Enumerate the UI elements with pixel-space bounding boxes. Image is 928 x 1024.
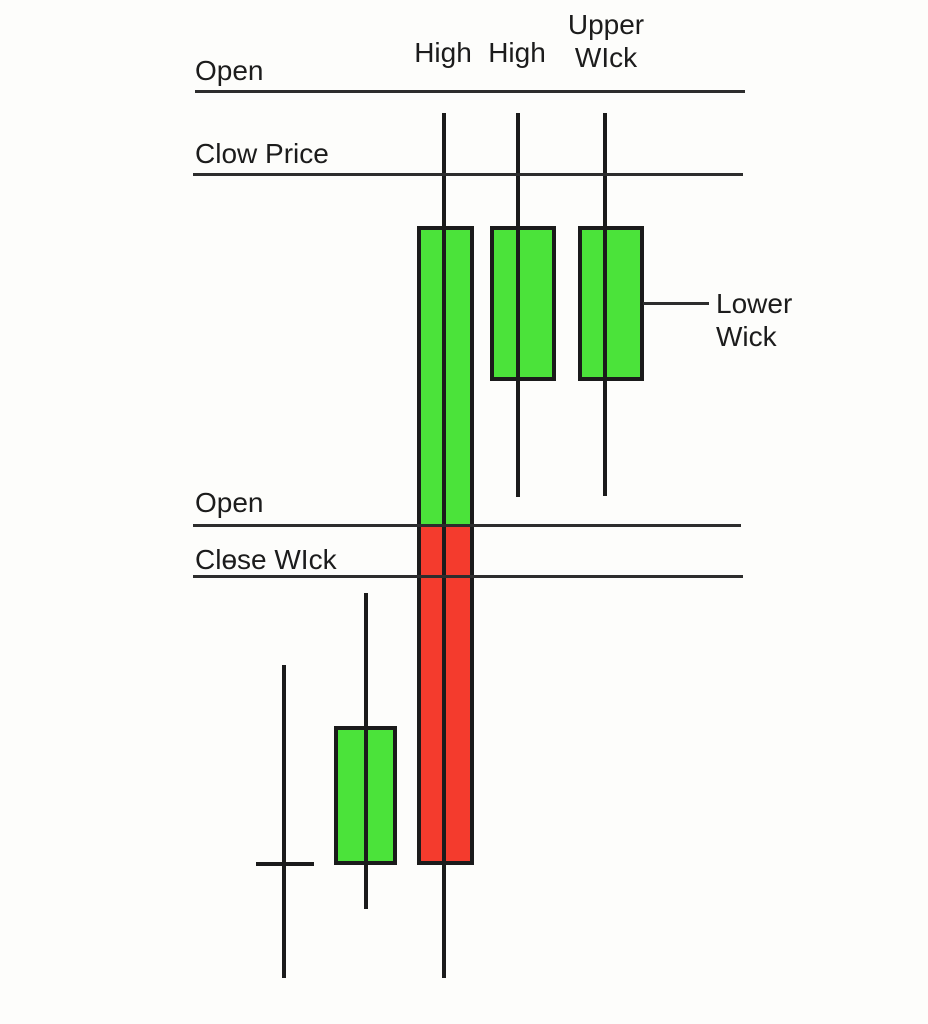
label-close-wick: Clɵse WIck	[195, 544, 337, 575]
wick-right-candle	[603, 113, 607, 496]
wick-middle-candle	[516, 113, 520, 497]
wick-doji	[282, 665, 286, 978]
label-upper-wick-line1: Upper	[567, 9, 645, 40]
price-line-clow-price	[193, 173, 743, 176]
lower-wick-pointer-line	[643, 302, 709, 305]
label-open-top: Open	[195, 55, 264, 86]
label-upper-wick: Upper WIck	[556, 8, 656, 74]
label-lower-wick: Lower Wick	[716, 287, 792, 353]
label-high-right: High	[488, 37, 546, 68]
label-clow-price: Clow Price	[195, 138, 329, 169]
candle-body-bullish-middle	[490, 226, 556, 381]
wick-small-candle	[364, 593, 368, 909]
label-lower-wick-line1: Lower	[716, 288, 793, 319]
price-line-open-mid	[193, 524, 741, 527]
label-open-mid: Open	[195, 487, 264, 518]
price-line-close-wick	[193, 575, 743, 578]
doji-cross-tick	[256, 862, 314, 866]
wick-tall-candle	[442, 113, 446, 978]
candle-body-bullish-right	[578, 226, 644, 381]
label-upper-wick-line2: WIck	[574, 42, 638, 73]
label-lower-wick-line2: Wick	[716, 321, 777, 352]
label-high-left: High	[414, 37, 472, 68]
price-line-open-top	[195, 90, 745, 93]
